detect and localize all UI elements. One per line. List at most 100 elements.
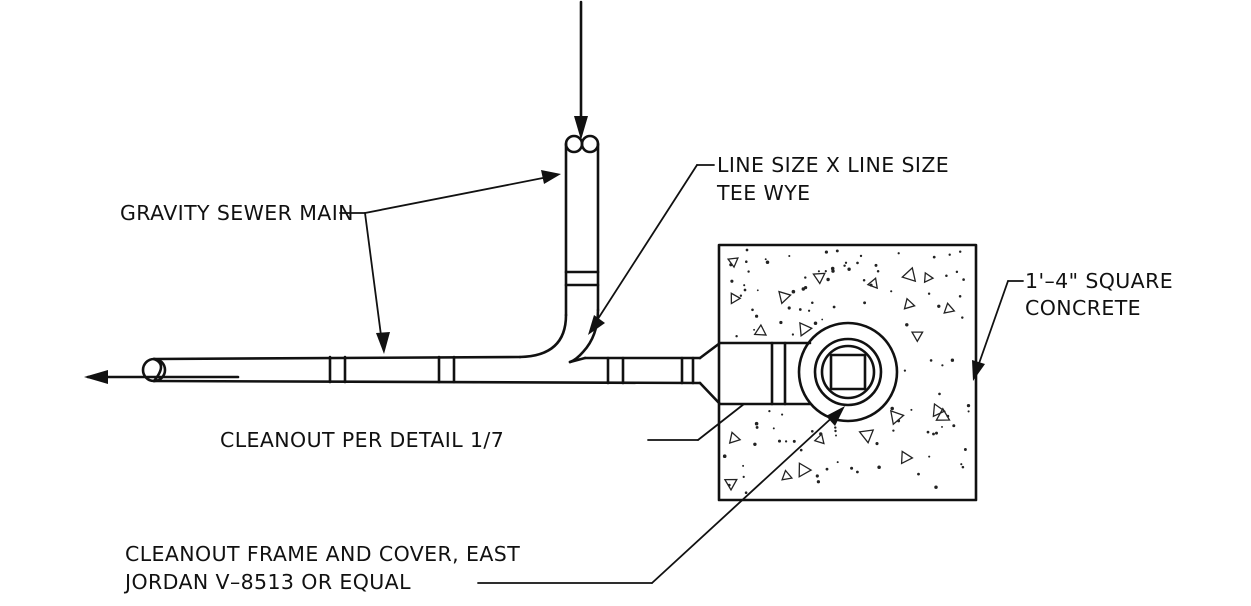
concrete-aggregate-dot	[831, 269, 835, 273]
leader-square-concrete	[972, 280, 1024, 381]
concrete-aggregate-dot	[955, 270, 959, 274]
horizontal-sewer-main	[141, 355, 702, 385]
label-square-concrete-line2: CONCRETE	[1025, 296, 1141, 320]
concrete-aggregate-dot	[730, 279, 734, 283]
concrete-aggregate-dot	[862, 279, 866, 282]
concrete-aggregate-dot	[787, 306, 791, 310]
concrete-aggregate-triangle	[723, 478, 738, 492]
concrete-aggregate-dot	[832, 305, 836, 309]
concrete-aggregate-triangle	[798, 462, 813, 478]
concrete-aggregate-dot	[779, 320, 783, 325]
concrete-aggregate-triangle	[900, 450, 914, 465]
concrete-aggregate-dot	[813, 321, 818, 325]
concrete-aggregate-dot	[836, 461, 839, 464]
label-frame-cover-line2: JORDAN V–8513 OR EQUAL	[125, 570, 411, 594]
concrete-aggregate-dot	[751, 308, 754, 312]
concrete-aggregate-dot	[961, 316, 964, 319]
concrete-aggregate-triangle	[728, 431, 742, 444]
concrete-aggregate-dot	[788, 254, 791, 258]
concrete-aggregate-dot	[816, 480, 821, 484]
concrete-aggregate-dot	[835, 249, 839, 253]
concrete-aggregate-dot	[821, 318, 824, 321]
concrete-aggregate-triangle	[858, 429, 875, 444]
concrete-aggregate-dot	[801, 287, 806, 291]
concrete-aggregate-dot	[961, 465, 965, 469]
concrete-aggregate-dot	[753, 442, 757, 447]
concrete-aggregate-dot	[754, 421, 759, 426]
concrete-aggregate-dot	[926, 430, 930, 434]
concrete-aggregate-dot	[765, 260, 770, 265]
concrete-aggregate-dot	[764, 258, 767, 261]
concrete-aggregate-dot	[745, 248, 749, 252]
concrete-aggregate-dot	[835, 434, 837, 437]
concrete-aggregate-dot	[892, 429, 895, 432]
concrete-aggregate-dot	[905, 323, 909, 327]
concrete-aggregate-triangle	[781, 469, 794, 481]
concrete-aggregate-triangle	[778, 290, 792, 305]
concrete-pad	[717, 243, 978, 502]
concrete-hatching	[722, 248, 971, 495]
concrete-aggregate-dot	[928, 455, 931, 458]
concrete-aggregate-dot	[876, 269, 880, 273]
concrete-aggregate-triangle	[910, 331, 924, 343]
concrete-aggregate-dot	[739, 294, 743, 297]
concrete-aggregate-dot	[917, 472, 920, 476]
concrete-aggregate-dot	[967, 410, 970, 413]
concrete-aggregate-dot	[897, 252, 900, 255]
concrete-aggregate-triangle	[726, 257, 739, 269]
concrete-aggregate-dot	[742, 464, 745, 467]
concrete-aggregate-dot	[960, 463, 963, 466]
concrete-aggregate-dot	[772, 427, 775, 430]
concrete-aggregate-dot	[958, 250, 962, 253]
concrete-aggregate-triangle	[730, 292, 742, 305]
concrete-aggregate-dot	[834, 429, 837, 433]
concrete-aggregate-triangle	[932, 402, 946, 418]
concrete-aggregate-dot	[856, 261, 859, 265]
concrete-aggregate-triangle	[943, 302, 956, 314]
concrete-aggregate-dot	[856, 470, 859, 474]
concrete-aggregate-dot	[784, 440, 788, 443]
concrete-aggregate-dot	[815, 474, 819, 478]
concrete-aggregate-triangle	[812, 272, 826, 285]
concrete-aggregate-dot	[807, 309, 811, 312]
concrete-aggregate-triangle	[813, 432, 825, 445]
concrete-aggregate-dot	[744, 491, 748, 495]
concrete-aggregate-triangle	[889, 409, 905, 426]
concrete-aggregate-dot	[962, 278, 965, 281]
concrete-aggregate-dot	[825, 467, 829, 471]
concrete-aggregate-dot	[932, 432, 935, 436]
concrete-aggregate-triangle	[923, 271, 935, 284]
concrete-aggregate-dot	[903, 369, 907, 372]
concrete-aggregate-dot	[874, 263, 878, 267]
concrete-aggregate-dot	[877, 465, 881, 470]
concrete-aggregate-dot	[799, 448, 803, 452]
concrete-aggregate-dot	[932, 255, 936, 259]
concrete-aggregate-dot	[747, 270, 750, 273]
concrete-aggregate-triangle	[935, 407, 951, 421]
concrete-aggregate-dot	[811, 301, 814, 304]
concrete-aggregate-dot	[830, 266, 835, 271]
concrete-aggregate-dot	[863, 301, 867, 305]
concrete-aggregate-dot	[742, 475, 745, 479]
concrete-aggregate-triangle	[753, 323, 768, 336]
concrete-aggregate-dot	[743, 284, 746, 287]
concrete-aggregate-dot	[945, 274, 948, 277]
concrete-aggregate-dot	[810, 429, 814, 433]
concrete-aggregate-dot	[950, 358, 955, 362]
concrete-aggregate-dot	[817, 270, 820, 273]
concrete-aggregate-triangle	[866, 276, 879, 290]
concrete-aggregate-dot	[859, 254, 863, 258]
concrete-aggregate-triangle	[901, 266, 917, 283]
concrete-aggregate-dot	[935, 431, 938, 435]
concrete-aggregate-triangle	[903, 297, 916, 310]
concrete-aggregate-dot	[934, 485, 938, 489]
leader-gravity-sewer-main	[339, 170, 561, 354]
concrete-aggregate-dot	[791, 333, 795, 336]
label-tee-wye-line2: TEE WYE	[717, 181, 811, 205]
concrete-aggregate-dot	[910, 408, 913, 411]
concrete-aggregate-dot	[843, 264, 846, 267]
concrete-aggregate-dot	[963, 448, 967, 451]
concrete-aggregate-dot	[777, 439, 782, 443]
